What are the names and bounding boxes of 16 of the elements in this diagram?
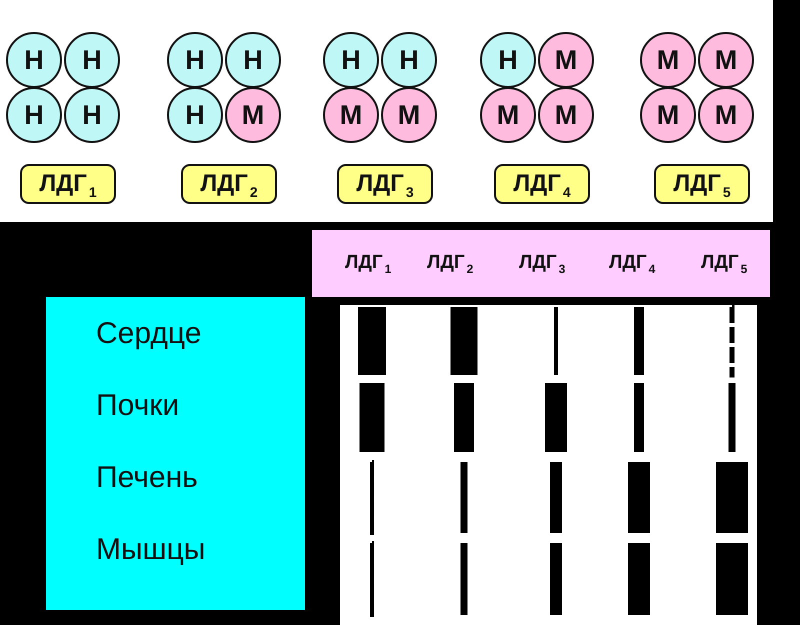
organ-name: Печень xyxy=(96,461,198,495)
column-header: ЛДГ$_{1}$ xyxy=(345,252,392,274)
column-header: ЛДГ$_{3}$ xyxy=(519,252,566,274)
column-header: ЛДГ$_{4}$ xyxy=(609,252,656,274)
organ-panel xyxy=(46,297,305,610)
column-header: ЛДГ$_{5}$ xyxy=(701,252,748,274)
isoenzyme-label: ЛДГ$_{2}$ xyxy=(181,164,277,204)
organ-name: Мышцы xyxy=(96,533,206,567)
isoenzyme-label: ЛДГ$_{3}$ xyxy=(337,164,433,204)
header-band xyxy=(312,230,770,297)
column-header: ЛДГ$_{2}$ xyxy=(427,252,474,274)
organ-name: Почки xyxy=(96,389,180,423)
isoenzyme-label: ЛДГ$_{5}$ xyxy=(654,164,750,204)
isoenzyme-label: ЛДГ$_{4}$ xyxy=(494,164,590,204)
organ-name: Сердце xyxy=(96,317,202,351)
isoenzyme-label: ЛДГ$_{1}$ xyxy=(20,164,116,204)
